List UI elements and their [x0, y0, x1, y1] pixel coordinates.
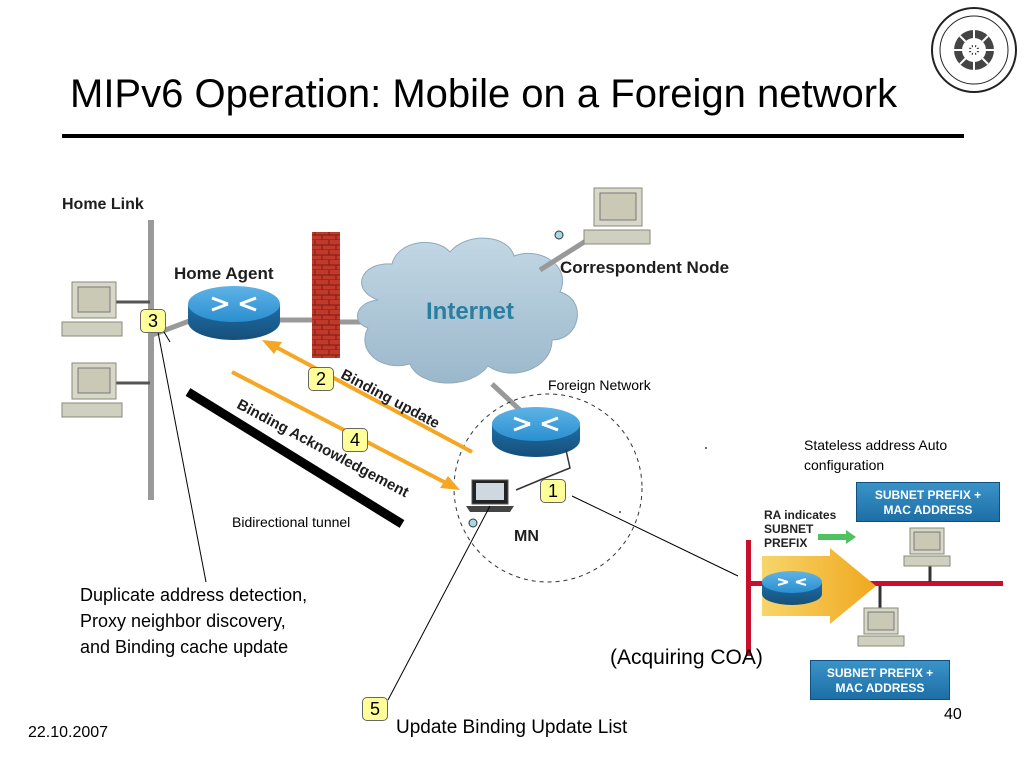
inset-red-vertical — [746, 540, 751, 656]
subnet-prefix-box-bottom: SUBNET PREFIX + MAC ADDRESS — [810, 660, 950, 700]
bidirectional-tunnel-line — [185, 388, 405, 528]
foreign-network-boundary — [453, 393, 643, 583]
ra-line-1: RA indicates — [764, 508, 837, 522]
subnet-prefix-box-top: SUBNET PREFIX + MAC ADDRESS — [856, 482, 1000, 522]
acquiring-coa-label: (Acquiring COA) — [610, 646, 763, 669]
stateless-line-2: configuration — [804, 457, 885, 473]
callout-1-line — [571, 495, 739, 577]
slide-page-number: 40 — [944, 706, 962, 723]
step-badge-5: 5 — [362, 697, 388, 721]
inset-pc-icon — [903, 527, 951, 567]
title-underline — [62, 134, 964, 138]
inset-router-icon — [762, 571, 822, 605]
home-agent-label: Home Agent — [174, 264, 274, 283]
step-badge-4: 4 — [342, 428, 368, 452]
callout-3-line-b — [163, 331, 171, 343]
correspondent-node-pc-icon — [583, 187, 651, 245]
internet-label: Internet — [426, 298, 515, 325]
bidirectional-tunnel-label: Bidirectional tunnel — [232, 514, 351, 530]
dad-line-1: Duplicate address detection, — [80, 585, 308, 605]
ra-indicates-label: RA indicates SUBNET PREFIX — [764, 508, 836, 550]
cn-dot-icon — [554, 230, 564, 240]
internet-to-fn-link — [490, 382, 522, 412]
step-badge-3: 3 — [140, 309, 166, 333]
stateless-line-1: Stateless address Auto — [804, 437, 948, 453]
institute-logo-icon — [931, 7, 1017, 93]
subnet-box-bottom-line-1: SUBNET PREFIX + — [826, 666, 934, 680]
firewall-icon — [312, 232, 340, 358]
inset-pc-icon — [857, 607, 905, 647]
stray-dot — [619, 511, 621, 513]
stateless-label: Stateless address Auto configuration — [804, 435, 947, 475]
router-to-mn-link — [515, 449, 571, 491]
home-link-bus — [148, 220, 154, 500]
slide-title: MIPv6 Operation: Mobile on a Foreign net… — [70, 72, 898, 116]
mn-laptop-icon — [466, 479, 514, 512]
subnet-box-top-line-1: SUBNET PREFIX + — [874, 488, 982, 502]
slide-date: 22.10.2007 — [28, 724, 109, 741]
mn-label: MN — [514, 528, 539, 545]
binding-update-arrow — [273, 344, 473, 454]
callout-5-line — [387, 505, 491, 701]
ra-line-3: PREFIX — [764, 536, 808, 550]
update-bul-label: Update Binding Update List — [396, 717, 628, 738]
dad-line-2: Proxy neighbor discovery, — [80, 611, 286, 631]
binding-ack-arrow — [231, 370, 449, 486]
foreign-router-icon — [492, 407, 580, 457]
mn-dot-icon — [468, 518, 478, 528]
dad-line-3: and Binding cache update — [80, 637, 289, 657]
subnet-box-bottom-line-2: MAC ADDRESS — [835, 681, 925, 695]
callout-3-line-a — [157, 331, 207, 583]
stray-dot — [705, 447, 707, 449]
subnet-box-top-line-2: MAC ADDRESS — [883, 503, 973, 517]
dad-text-block: Duplicate address detection, Proxy neigh… — [80, 582, 307, 660]
pc-icon — [61, 281, 123, 337]
foreign-network-label: Foreign Network — [548, 377, 651, 393]
home-link-label: Home Link — [62, 196, 144, 213]
internet-cloud — [356, 237, 578, 384]
home-agent-router-icon — [188, 286, 280, 340]
step-badge-1: 1 — [540, 479, 566, 503]
step-badge-2: 2 — [308, 367, 334, 391]
pc-icon — [61, 362, 123, 418]
inset-green-arrow-icon — [818, 530, 856, 544]
inset-red-horizontal — [751, 581, 1003, 586]
ra-line-2: SUBNET — [764, 522, 814, 536]
correspondent-node-label: Correspondent Node — [560, 258, 730, 277]
